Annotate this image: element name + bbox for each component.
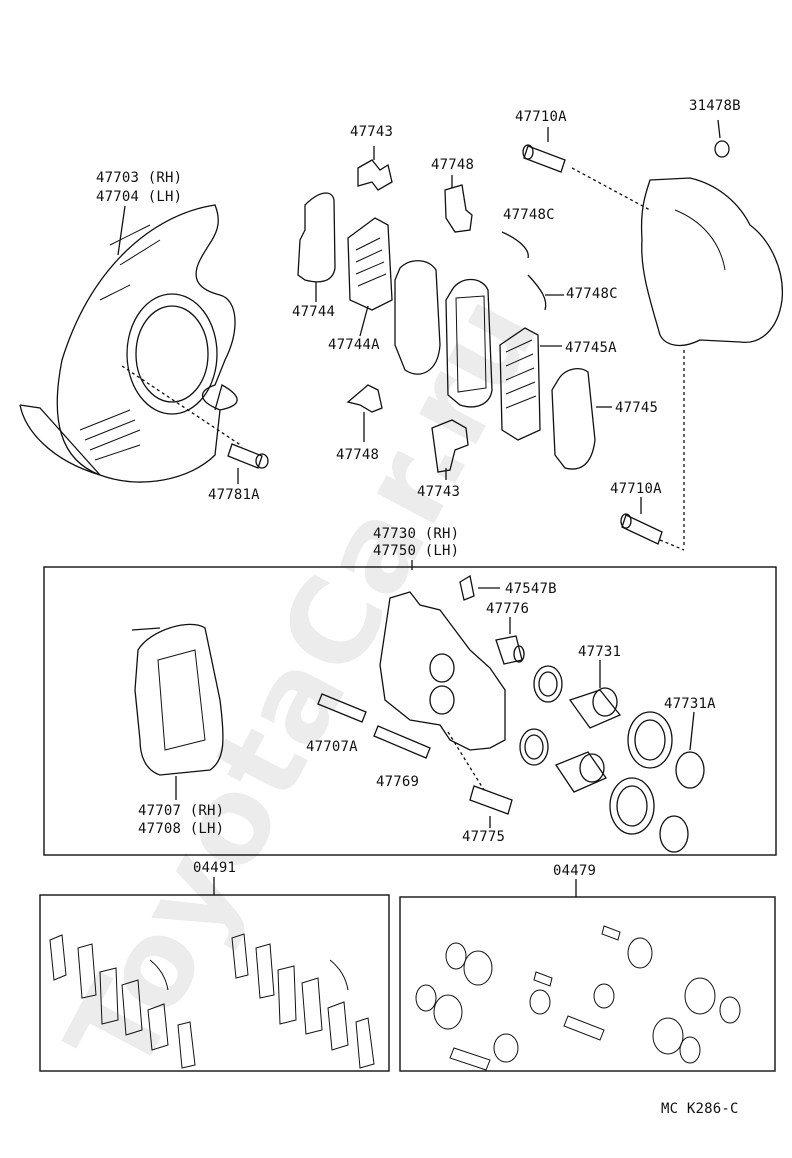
label-47730: 47730 (RH) (373, 526, 460, 542)
caliper-body (379, 591, 506, 751)
set-ring-2 (659, 815, 689, 853)
pad-support-plate-47743-top (357, 159, 393, 191)
label-47744a: 47744A (328, 337, 380, 353)
cylinder-boot-1 (627, 711, 673, 769)
piston-1 (568, 687, 622, 729)
anti-squeal-shim-47745 (551, 368, 596, 470)
seal-kit-box (399, 896, 776, 1072)
bolt-47710a-top (522, 144, 566, 173)
label-47781a: 47781A (208, 487, 260, 503)
label-kit-04491: 04491 (193, 860, 237, 876)
label-47769: 47769 (376, 774, 420, 790)
label-47731a: 47731A (664, 696, 716, 712)
set-ring-1 (675, 751, 705, 789)
bleeder-plug-47547b (459, 574, 475, 601)
label-47707: 47707 (RH) (138, 803, 225, 819)
label-47776: 47776 (486, 601, 530, 617)
label-47743-bottom: 47743 (417, 484, 461, 500)
label-47750: 47750 (LH) (373, 543, 460, 559)
seal-kit-parts (415, 925, 741, 1071)
label-kit-04479: 04479 (553, 863, 597, 879)
piston-seal-2 (519, 728, 549, 766)
slide-pin-47769 (373, 725, 431, 759)
anti-squeal-shim-47744 (297, 192, 336, 283)
anti-squeal-shim-47744a (347, 217, 393, 311)
label-47745: 47745 (615, 400, 659, 416)
disc-dust-cover (19, 204, 238, 483)
pad-kit-parts (49, 933, 375, 1069)
label-47704: 47704 (LH) (96, 189, 183, 205)
cylinder-boot-2 (609, 777, 655, 835)
pad-kit-box (39, 894, 390, 1072)
bushing-47776 (495, 635, 525, 665)
label-47748-top: 47748 (431, 157, 475, 173)
cylinder-assembly (640, 177, 784, 347)
piston-seal-1 (533, 665, 563, 703)
label-47708: 47708 (LH) (138, 821, 225, 837)
label-47703: 47703 (RH) (96, 170, 183, 186)
disc-brake-pad-outer-backing (445, 278, 493, 408)
caliper-assembly-box (43, 566, 777, 856)
bolt-47710a-bottom (620, 513, 663, 545)
pad-support-plate-47743-bottom (431, 419, 469, 473)
bleeder-cap-31478b (714, 140, 730, 158)
label-47547b: 47547B (505, 581, 557, 597)
label-47743-top: 47743 (350, 124, 394, 140)
disc-brake-pad-inner (394, 260, 441, 375)
pad-wear-indicator-47748-top (444, 184, 473, 233)
label-47775: 47775 (462, 829, 506, 845)
label-47748c-b: 47748C (566, 286, 618, 302)
piston-2 (555, 751, 607, 793)
label-47748-bottom: 47748 (336, 447, 380, 463)
bolt-47781a (227, 443, 269, 469)
disc-brake-torque-plate (131, 623, 224, 776)
label-31478b: 31478B (689, 98, 741, 114)
label-47707a: 47707A (306, 739, 358, 755)
pad-wear-indicator-47748-bottom (346, 384, 383, 413)
label-47731: 47731 (578, 644, 622, 660)
slide-pin-47775 (469, 785, 513, 815)
label-47710a-bottom: 47710A (610, 481, 662, 497)
bolt-47707a (317, 693, 367, 723)
label-47748c-a: 47748C (503, 207, 555, 223)
diagram-code: MC K286-C (661, 1101, 739, 1117)
anti-squeal-shim-47745a (499, 327, 541, 441)
label-47745a: 47745A (565, 340, 617, 356)
label-47710a-top: 47710A (515, 109, 567, 125)
label-47744: 47744 (292, 304, 336, 320)
